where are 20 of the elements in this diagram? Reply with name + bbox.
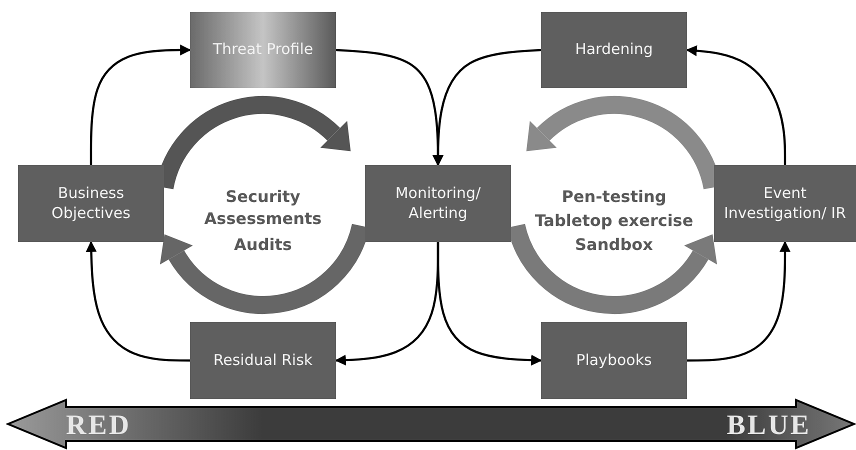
process-box: Event Investigation/ IR — [714, 165, 856, 242]
arrow — [86, 240, 190, 362]
process-box: Residual Risk — [190, 322, 336, 399]
arrow — [90, 44, 192, 165]
cycle-label: Sandbox — [574, 234, 654, 256]
cycle-label: Tabletop exercise — [534, 210, 694, 232]
arrow — [432, 48, 542, 166]
arrow — [686, 45, 786, 165]
process-box: Business Objectives — [18, 165, 164, 242]
arrow — [687, 240, 790, 362]
cycle-label: Pen-testing — [560, 186, 668, 208]
process-box: Hardening — [541, 12, 687, 88]
cycle-label: Security Assessments — [203, 186, 323, 230]
band-label: BLUE — [726, 409, 811, 443]
process-box: Threat Profile — [190, 12, 336, 88]
cycle-label: Audits — [233, 234, 293, 256]
band-label: RED — [66, 409, 132, 443]
arrow — [436, 242, 542, 366]
process-box: Playbooks — [541, 322, 687, 399]
process-box: Monitoring/ Alerting — [365, 165, 511, 242]
